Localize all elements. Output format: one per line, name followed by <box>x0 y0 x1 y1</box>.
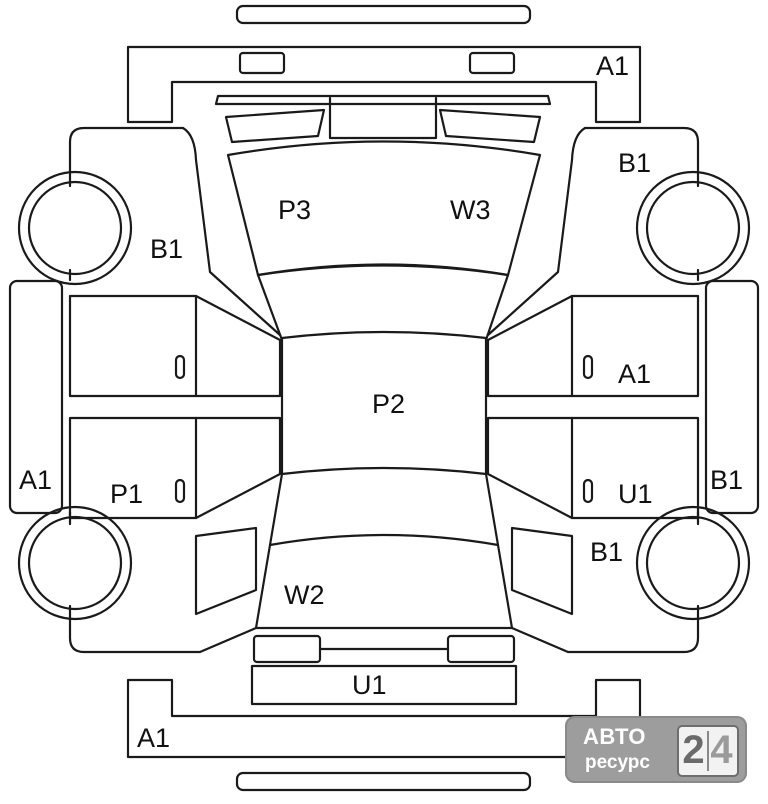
label-rear-glass: W2 <box>284 580 325 610</box>
left-rear-wheel <box>17 505 133 621</box>
right-rear-handle <box>582 478 594 504</box>
cowl <box>328 96 438 140</box>
right-body-outline <box>510 126 700 654</box>
right-front-door <box>486 294 700 398</box>
left-front-wheel <box>17 170 133 286</box>
label-right-front-fender: B1 <box>618 148 651 178</box>
right-a-pillar <box>486 126 587 337</box>
front-right-light <box>468 51 516 75</box>
label-rear-bumper: A1 <box>137 723 170 753</box>
rear-bumper <box>126 678 642 759</box>
label-front-bumper: A1 <box>596 51 629 81</box>
left-rear-quarter <box>194 526 258 616</box>
label-right-side-sill: B1 <box>710 465 743 495</box>
right-rear-door <box>486 416 700 520</box>
label-windshield-p: P3 <box>278 195 311 225</box>
watermark-digit-2: 4 <box>710 728 733 772</box>
trunk-lid <box>250 664 518 706</box>
watermark-word-bottom: ресурс <box>585 752 650 773</box>
left-front-door <box>68 294 282 398</box>
rear-bumper-bar <box>235 771 532 792</box>
watermark-digit-1: 2 <box>682 728 705 772</box>
label-trunk: U1 <box>352 670 387 700</box>
rear-left-light <box>252 634 322 664</box>
rear-right-light <box>446 634 516 664</box>
left-a-pillar <box>181 126 282 337</box>
right-front-wheel <box>635 170 751 286</box>
left-body-outline <box>68 126 258 654</box>
label-windshield-w: W3 <box>450 195 491 225</box>
watermark-digit-divider <box>707 731 709 771</box>
label-right-front-door: A1 <box>618 359 651 389</box>
left-rear-handle <box>174 478 186 504</box>
label-right-rear-fender: B1 <box>590 537 623 567</box>
rear-deck <box>254 543 514 630</box>
right-front-handle <box>582 354 594 380</box>
front-left-light <box>238 51 286 75</box>
left-front-handle <box>174 354 186 380</box>
rear-window <box>268 472 500 547</box>
watermark-logo: АВТО ресурс 2 4 <box>565 716 747 783</box>
wiper-strip <box>214 94 552 106</box>
left-vent <box>224 108 326 144</box>
right-vent <box>438 108 542 144</box>
watermark-digit-box: 2 4 <box>677 725 739 777</box>
watermark-word-top: АВТО <box>583 724 646 749</box>
label-left-rear-door: P1 <box>110 479 143 509</box>
right-rear-quarter <box>510 526 574 616</box>
label-left-side-sill: A1 <box>19 465 52 495</box>
label-roof: P2 <box>372 389 405 419</box>
left-side-sill <box>8 279 64 515</box>
right-side-sill <box>704 279 760 515</box>
windshield-frame <box>256 273 510 342</box>
label-left-front-fender: B1 <box>150 234 183 264</box>
front-bumper <box>126 45 642 124</box>
label-right-rear-door: U1 <box>618 479 653 509</box>
front-bumper-bar <box>235 4 532 25</box>
windshield <box>226 140 542 277</box>
right-rear-wheel <box>635 505 751 621</box>
windshield-bottom-line <box>256 264 510 277</box>
left-rear-door <box>68 416 282 520</box>
